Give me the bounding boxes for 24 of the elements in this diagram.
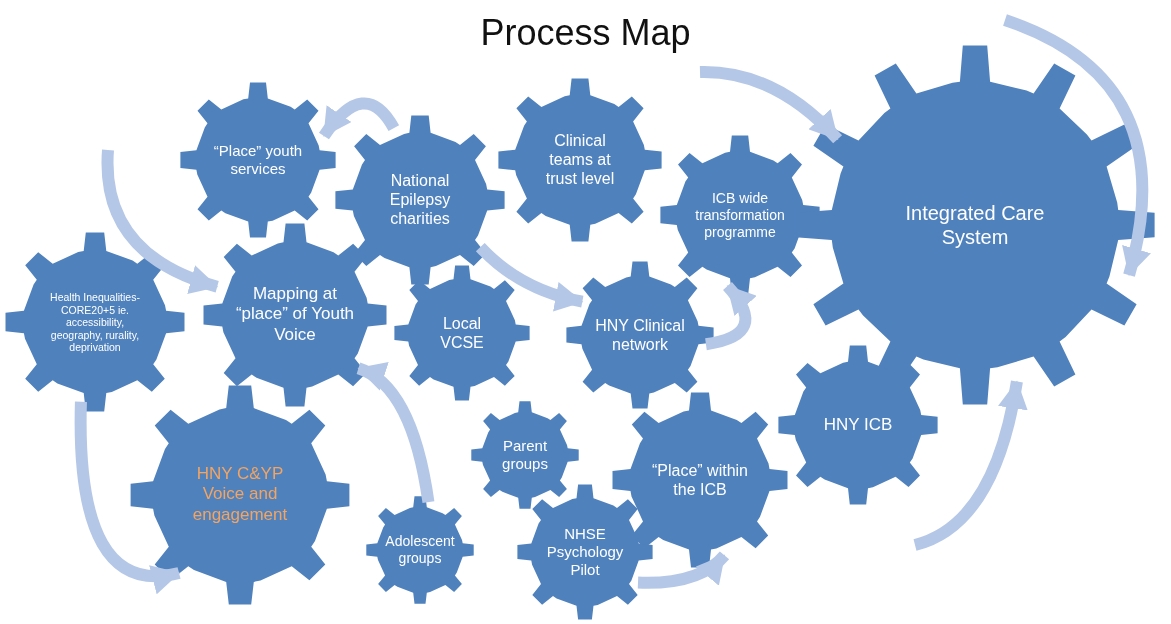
- gear-label: “Place” within the ICB: [651, 460, 749, 500]
- gear-label: National Epilepsy charities: [388, 171, 452, 229]
- gear-label: HNY ICB: [822, 414, 894, 436]
- gear-label: Parent groups: [501, 437, 549, 473]
- gear-label: “Place” youth services: [212, 142, 304, 178]
- gear-label: HNY C&YP Voice and engagement: [191, 464, 289, 526]
- gear-label: Local VCSE: [439, 313, 485, 353]
- title: Process Map: [480, 12, 691, 54]
- gear-label: Health Inequalities- CORE20+5 ie. accessibility, geography, rurality, deprivation: [49, 290, 141, 354]
- gear-label: Adolescent groups: [384, 533, 456, 567]
- curved-arrow: [1002, 14, 1151, 277]
- curved-arrow: [101, 149, 219, 293]
- gear-label: HNY Clinical network: [595, 315, 685, 355]
- gear-label: NHSE Psychology Pilot: [545, 525, 625, 579]
- gear-label: Mapping at “place” of Youth Voice: [235, 284, 355, 346]
- gear-label: ICB wide transformation programme: [694, 189, 786, 241]
- curved-arrow: [637, 551, 729, 589]
- curved-arrow: [913, 380, 1027, 551]
- curved-arrow: [699, 66, 842, 144]
- curved-arrow: [476, 242, 584, 311]
- curved-arrow: [356, 362, 435, 504]
- curved-arrow: [74, 401, 181, 593]
- gear-label: Integrated Care System: [904, 201, 1046, 249]
- gear-label: Clinical teams at trust level: [544, 131, 616, 189]
